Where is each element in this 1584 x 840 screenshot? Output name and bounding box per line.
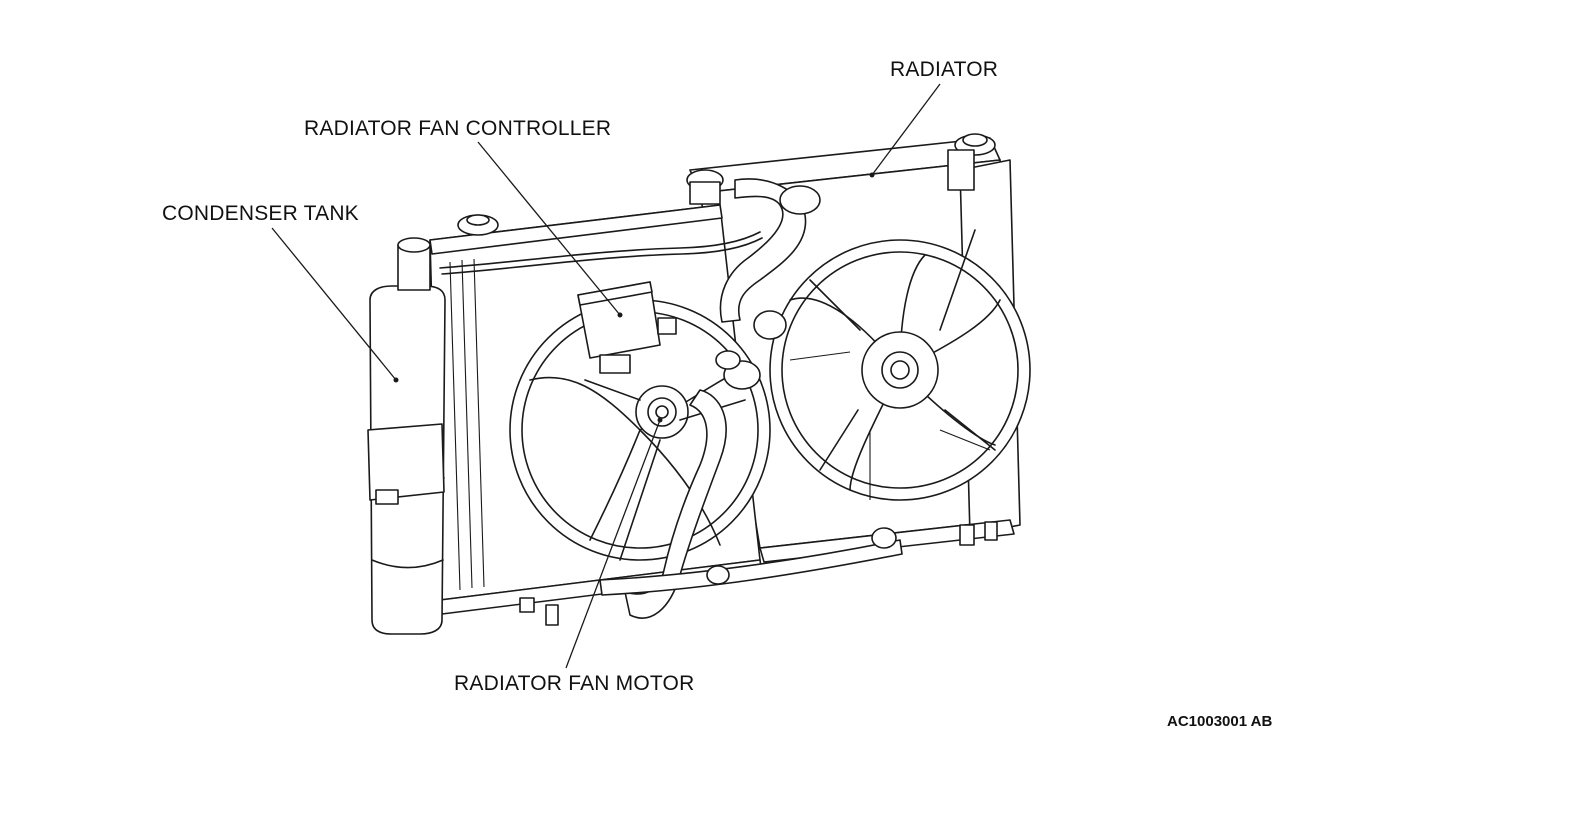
- right-fan: [769, 229, 1031, 501]
- hoses: [439, 178, 903, 619]
- fan-controller: [577, 281, 677, 374]
- condenser-tank-label: CONDENSER TANK: [162, 202, 359, 225]
- figure-code: AC1003001 AB: [1167, 713, 1273, 730]
- radiator-fan-controller-label: RADIATOR FAN CONTROLLER: [304, 117, 612, 140]
- condenser-tank: [367, 237, 446, 635]
- radiator-fan-motor-label: RADIATOR FAN MOTOR: [454, 672, 695, 695]
- leader-lines: [271, 83, 941, 669]
- radiator-label: RADIATOR: [890, 58, 999, 81]
